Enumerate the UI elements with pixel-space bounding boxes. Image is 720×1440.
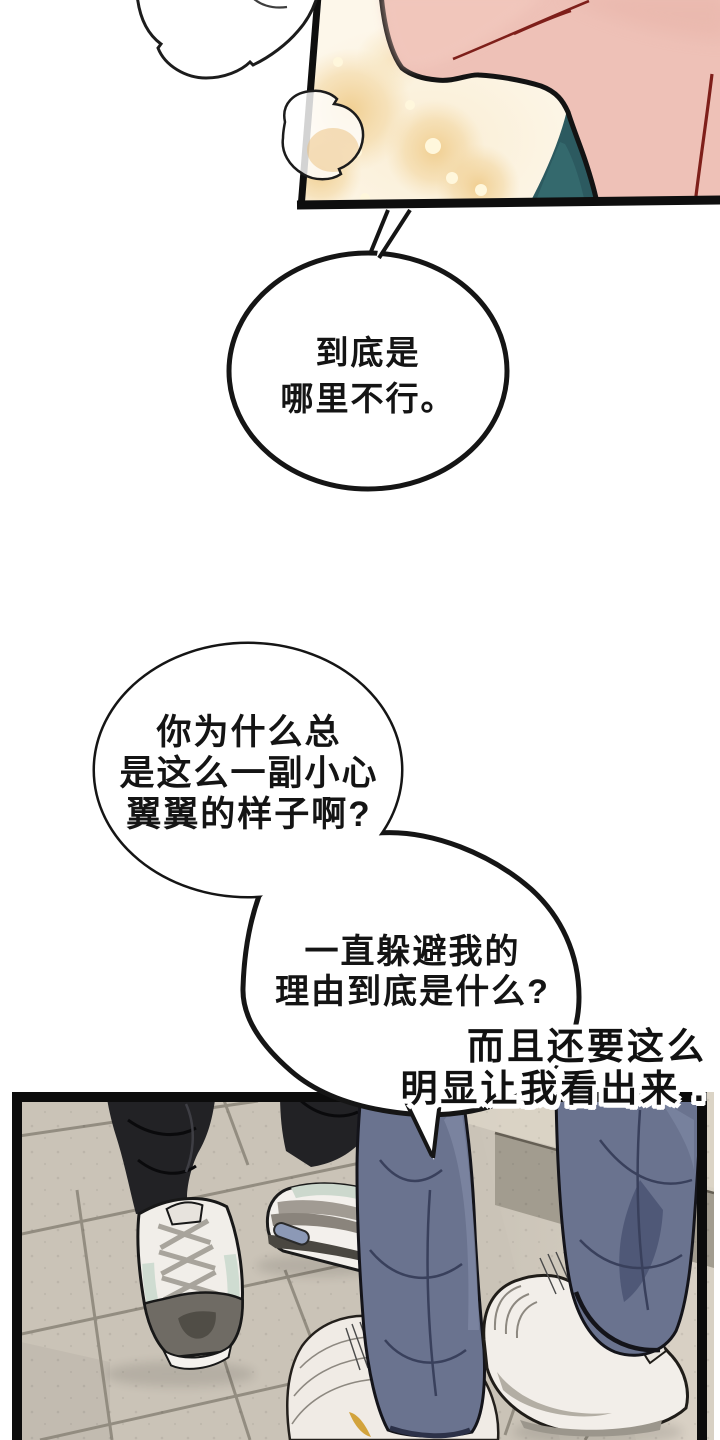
speech-bubble-1	[226, 208, 510, 492]
black-pant-right-leg	[280, 1092, 364, 1167]
narration-line: 而且还要这么	[467, 1026, 707, 1067]
speech-bubble-3-tail	[403, 1084, 444, 1160]
speech-line: 一直躲避我的	[304, 933, 521, 971]
laces	[157, 1218, 219, 1302]
thought-cloud-small	[281, 89, 365, 181]
speech-line: 哪里不行。	[280, 380, 456, 417]
jaw-lines	[452, 0, 714, 205]
speech-bubble-1-text: 到底是 哪里不行。	[233, 330, 503, 422]
speech-line: 你为什么总	[156, 713, 342, 752]
speech-bubble-3-text: 一直躲避我的 理由到底是什么?	[250, 932, 575, 1012]
speech-bubble-2-fill	[95, 644, 401, 896]
panel-bottom	[12, 1092, 714, 1440]
thought-cloud-large	[136, 0, 318, 80]
speech-line: 翼翼的样子啊?	[126, 795, 372, 834]
speech-line: 是这么一副小心	[119, 754, 379, 793]
jeans-left-leg	[355, 1092, 486, 1439]
speech-bubble-2-text: 你为什么总 是这么一副小心 翼翼的样子啊?	[88, 712, 410, 835]
speech-line: 理由到底是什么?	[275, 973, 550, 1011]
air-bubble-window	[273, 1222, 310, 1246]
swoosh-gold	[349, 1412, 371, 1437]
sneaker-left	[136, 1196, 244, 1370]
jean-folds	[369, 1159, 467, 1397]
panel-top-bottom-border	[296, 195, 720, 210]
jean-folds-right	[579, 1109, 693, 1311]
speech-bubble-3	[240, 830, 582, 1118]
narration-text: 而且还要这么 明显让我看出来 .	[385, 1026, 707, 1110]
speech-line: 到底是	[315, 334, 421, 371]
pant-folds	[127, 1118, 197, 1175]
jeans-right-leg	[554, 1092, 704, 1357]
narration-line: 明显让我看出来 .	[400, 1068, 707, 1109]
